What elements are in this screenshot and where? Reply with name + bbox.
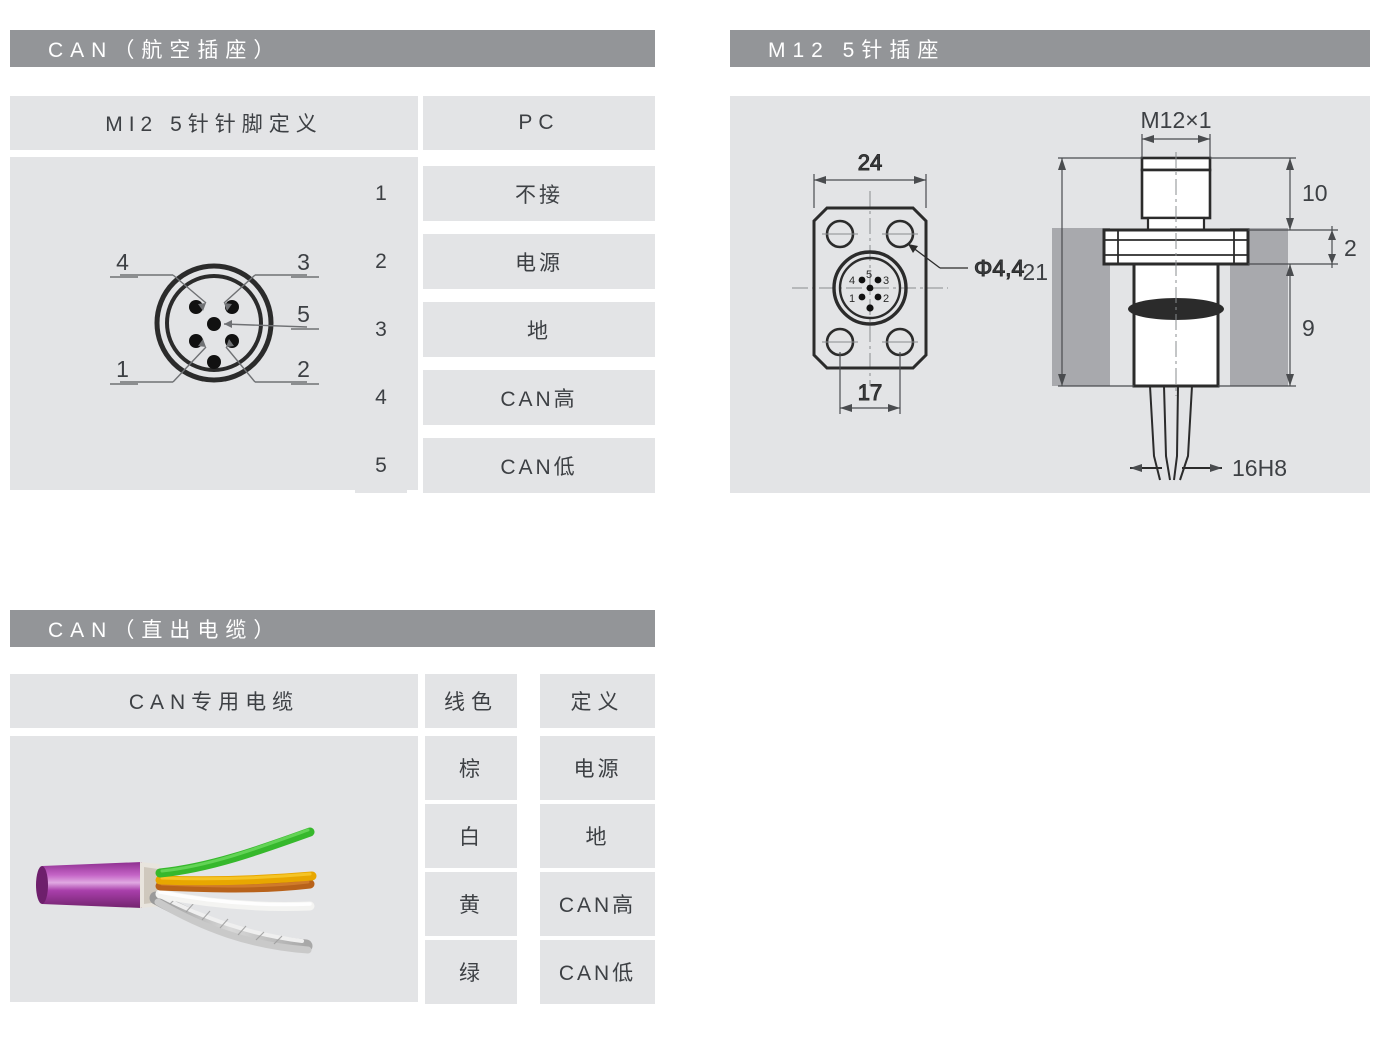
side-view: M12×1 21 bbox=[1022, 107, 1356, 481]
wire-definition-cell: 电源 bbox=[540, 736, 655, 800]
wire-definition-cell: CAN高 bbox=[540, 872, 655, 936]
col-header-can-cable: CAN专用电缆 bbox=[10, 674, 418, 728]
front-pin-label-5: 5 bbox=[866, 269, 872, 281]
dim-bottom-9: 9 bbox=[1302, 315, 1315, 341]
dim-bore-16h8: 16H8 bbox=[1232, 455, 1287, 481]
connector-diagram-cell: 4 3 5 1 2 bbox=[10, 157, 418, 490]
pin-number-cell: 3 bbox=[355, 302, 407, 357]
front-view: 4 5 3 1 2 24 bbox=[792, 150, 1025, 414]
col-header-definition: 定义 bbox=[540, 674, 655, 728]
dim-hole-spacing-17: 17 bbox=[858, 380, 882, 405]
front-pin-label-2: 2 bbox=[883, 293, 889, 305]
m12-technical-drawing: 4 5 3 1 2 24 bbox=[792, 107, 1357, 481]
dim-thread-m12x1: M12×1 bbox=[1141, 107, 1212, 133]
pin-definition-cell: 不接 bbox=[423, 166, 655, 221]
connector-pins bbox=[189, 300, 239, 369]
pin-label-1: 1 bbox=[116, 356, 132, 382]
pin-label-3: 3 bbox=[297, 249, 313, 275]
pin-label-4: 4 bbox=[116, 249, 132, 275]
m12-drawing-panel: 4 5 3 1 2 24 bbox=[730, 96, 1370, 493]
wire-definition-cell: CAN低 bbox=[540, 940, 655, 1004]
col-header-pin-definition: MI2 5针针脚定义 bbox=[10, 96, 418, 150]
pin-number-cell: 1 bbox=[355, 166, 407, 221]
section-header-can-aviation: CAN（航空插座） bbox=[10, 30, 655, 67]
section-header-can-cable: CAN（直出电缆） bbox=[10, 610, 655, 647]
wire-color-cell: 黄 bbox=[425, 872, 517, 936]
pin-number-cell: 4 bbox=[355, 370, 407, 425]
pin-label-2: 2 bbox=[297, 356, 313, 382]
front-pin-label-1: 1 bbox=[849, 293, 855, 305]
dim-width-24: 24 bbox=[858, 150, 882, 175]
pin-number-cell: 5 bbox=[355, 438, 407, 493]
wire-color-cell: 棕 bbox=[425, 736, 517, 800]
front-pin-label-3: 3 bbox=[883, 275, 889, 287]
pin-label-5: 5 bbox=[297, 301, 313, 327]
wire-definition-cell: 地 bbox=[540, 804, 655, 868]
pin-definition-cell: CAN高 bbox=[423, 370, 655, 425]
col-header-wire-color: 线色 bbox=[425, 674, 517, 728]
pin-definition-cell: 电源 bbox=[423, 234, 655, 289]
dim-hole-diameter: Φ4,4 bbox=[974, 255, 1025, 281]
can-bus-cable-photo bbox=[36, 827, 317, 954]
section-header-m12-socket: M12 5针插座 bbox=[730, 30, 1370, 67]
pin-definition-cell: 地 bbox=[423, 302, 655, 357]
pin-definition-cell: CAN低 bbox=[423, 438, 655, 493]
pin-number-cell: 2 bbox=[355, 234, 407, 289]
dim-top-10: 10 bbox=[1302, 180, 1328, 206]
col-header-pc: PC bbox=[423, 96, 655, 150]
wire-color-cell: 白 bbox=[425, 804, 517, 868]
dim-height-21: 21 bbox=[1022, 259, 1048, 285]
wire-color-cell: 绿 bbox=[425, 940, 517, 1004]
cable-photo-cell bbox=[10, 736, 418, 1002]
front-pin-label-4: 4 bbox=[849, 275, 855, 287]
dim-flange-2: 2 bbox=[1344, 235, 1357, 261]
m12-5pin-connector-face-diagram: 4 3 5 1 2 bbox=[110, 249, 319, 385]
